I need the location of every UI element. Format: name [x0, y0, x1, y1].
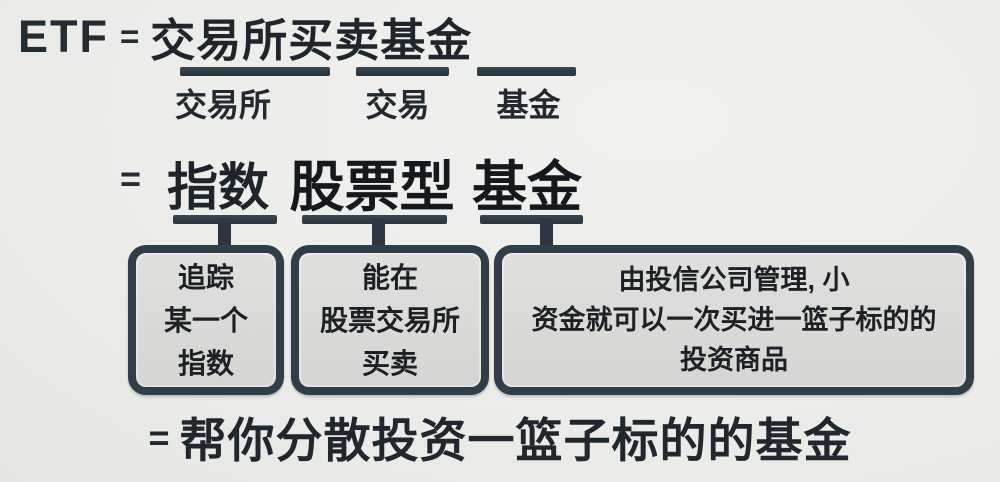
- equation-term-fund: 基金: [471, 156, 582, 218]
- equation-term-index: 指数: [166, 159, 269, 216]
- box-index-line-2: 某一个: [163, 304, 248, 336]
- conclusion-row: =帮你分散投资一篮子标的的基金: [0, 402, 1000, 471]
- underline-bar-fund: [477, 67, 576, 76]
- title-equals-sign: =: [120, 17, 140, 55]
- conclusion-equals-sign: =: [148, 417, 170, 458]
- box-index-line-3: 指数: [177, 347, 234, 379]
- box-fund-line-3: 投资商品: [680, 345, 788, 375]
- underline-bar-exchange: [180, 67, 330, 76]
- breakdown-label-exchange: 交易所: [174, 87, 271, 123]
- breakdown-label-fund: 基金: [496, 87, 561, 123]
- definition-box-fund: 由投信公司管理, 小 资金就可以一次买进一篮子标的的 投资商品: [494, 245, 974, 395]
- box-fund-line-1: 由投信公司管理, 小: [618, 265, 850, 295]
- connector-stem-fund: [540, 218, 553, 250]
- title-row: ETF = 交易所买卖基金: [18, 4, 472, 69]
- equation-term-stock-type: 股票型: [289, 156, 455, 218]
- equation-equals-sign: =: [120, 158, 142, 199]
- connector-stem-stock-type: [372, 218, 385, 250]
- connector-stem-index: [218, 218, 231, 250]
- connector-bar-fund: [480, 215, 583, 224]
- box-stock-type-line-3: 买卖: [361, 347, 418, 379]
- conclusion-text: 帮你分散投资一篮子标的的基金: [179, 414, 852, 467]
- box-fund-line-2: 资金就可以一次买进一篮子标的的: [531, 305, 937, 335]
- box-index-line-1: 追踪: [177, 261, 234, 293]
- title-definition: 交易所买卖基金: [150, 15, 473, 66]
- definition-box-index: 追踪 某一个 指数: [128, 245, 284, 395]
- box-stock-type-line-1: 能在: [361, 261, 418, 293]
- etf-acronym: ETF: [18, 10, 109, 62]
- breakdown-label-trade: 交易: [365, 87, 430, 123]
- box-stock-type-line-2: 股票交易所: [319, 304, 460, 336]
- definition-box-stock-type: 能在 股票交易所 买卖: [291, 245, 489, 395]
- underline-bar-trade: [356, 67, 449, 76]
